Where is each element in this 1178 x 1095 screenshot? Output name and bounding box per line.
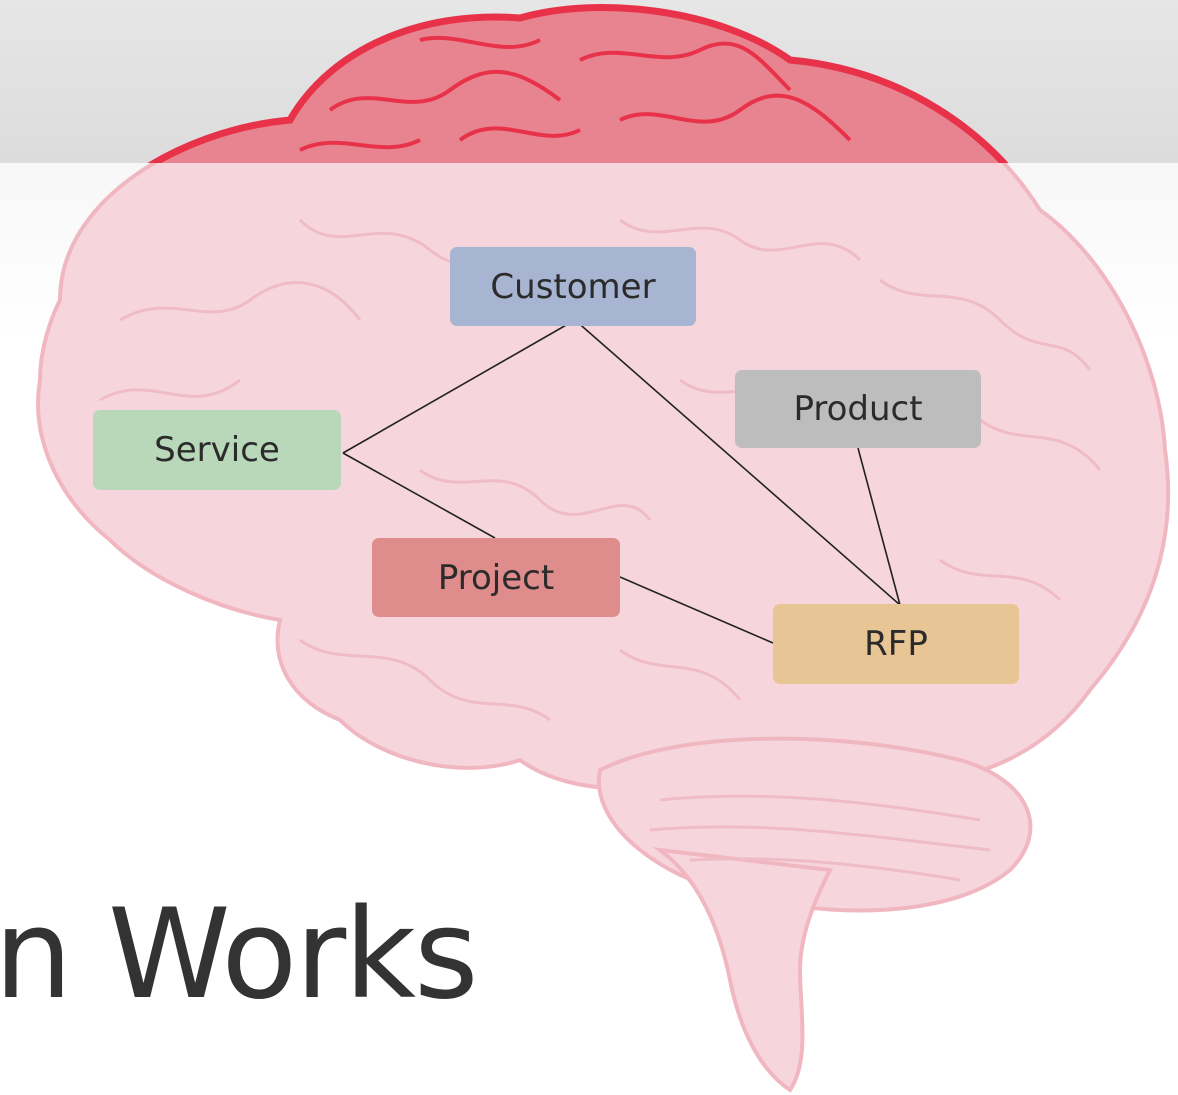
node-service: Service [93, 410, 341, 490]
brain-gyri [99, 218, 1102, 882]
node-customer: Customer [450, 247, 696, 326]
edge-customer-service [342, 319, 576, 454]
edge-customer-rfp [574, 319, 901, 606]
edge-service-project [342, 452, 496, 539]
edge-project-rfp [619, 576, 774, 644]
node-product: Product [735, 370, 981, 448]
node-rfp: RFP [773, 604, 1019, 684]
node-project: Project [372, 538, 620, 617]
slide-title: n Works [0, 883, 479, 1027]
brain-stem [652, 847, 834, 1093]
edge-product-rfp [857, 447, 901, 606]
